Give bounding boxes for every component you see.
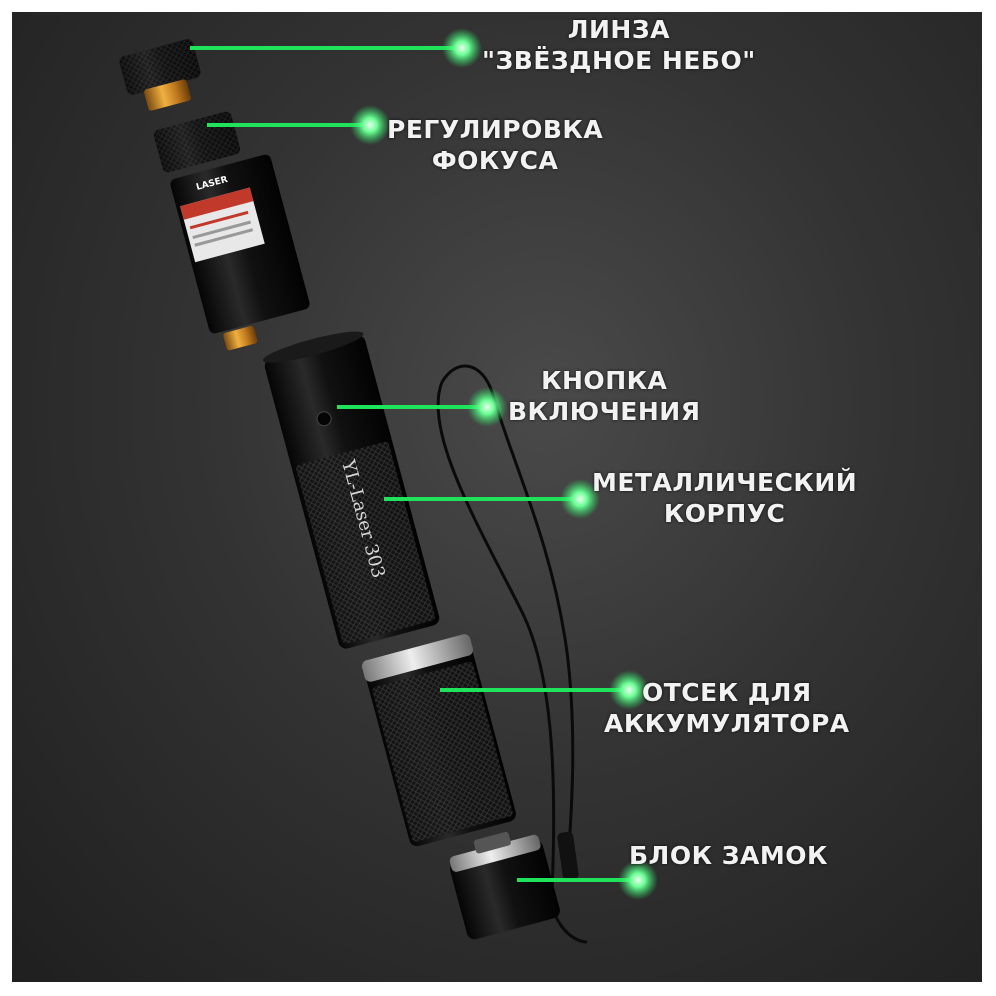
glow-dot-body <box>560 479 600 519</box>
focus-ring <box>154 111 240 173</box>
callout-lens-line-2: "ЗВЁЗДНОЕ НЕБО" <box>482 46 756 75</box>
callout-dots <box>350 28 658 900</box>
callout-body-line-2: КОРПУС <box>663 499 786 528</box>
callout-lock-line-1: БЛОК ЗАМОК <box>629 841 828 870</box>
callout-button-line-1: КНОПКА <box>541 366 668 395</box>
tail-cap <box>449 831 560 940</box>
callout-button-line-2: ВКЛЮЧЕНИЯ <box>508 397 701 426</box>
lanyard-clip <box>557 831 579 881</box>
callout-battery-line-2: АККУМУЛЯТОРА <box>604 709 850 738</box>
battery-tube <box>361 634 516 847</box>
callout-focus-line-1: РЕГУЛИРОВКА <box>387 115 604 144</box>
glow-dot-lock <box>618 860 658 900</box>
glow-dot-focus <box>350 105 390 145</box>
glow-dot-button <box>467 387 507 427</box>
callout-focus-line-2: ФОКУСА <box>431 146 559 175</box>
glow-dot-lens <box>442 28 482 68</box>
main-body <box>262 331 440 649</box>
laser-pointer-illustration: YL-Laser 303 LASER <box>119 28 658 944</box>
callout-label-button: КНОПКА ВКЛЮЧЕНИЯ <box>508 365 700 427</box>
product-photo: YL-Laser 303 LASER ЛИНЗА "ЗВЁЗДНОЕ НЕБО"… <box>12 12 982 982</box>
callout-label-lock: БЛОК ЗАМОК <box>629 840 828 871</box>
lens-cap <box>119 39 201 111</box>
callout-label-focus: РЕГУЛИРОВКА ФОКУСА <box>387 114 603 176</box>
callout-body-line-1: МЕТАЛЛИЧЕСКИЙ <box>592 468 858 497</box>
callout-label-battery: ОТСЕК ДЛЯ АККУМУЛЯТОРА <box>604 677 850 739</box>
glow-dot-battery <box>609 670 649 710</box>
callout-lens-line-1: ЛИНЗА <box>567 15 670 44</box>
callout-battery-line-1: ОТСЕК ДЛЯ <box>641 678 812 707</box>
laser-module <box>170 154 310 351</box>
callout-label-lens: ЛИНЗА "ЗВЁЗДНОЕ НЕБО" <box>482 14 756 76</box>
callout-label-body: МЕТАЛЛИЧЕСКИЙ КОРПУС <box>592 467 857 529</box>
callout-lines <box>190 46 636 882</box>
lanyard-cord <box>440 364 575 873</box>
